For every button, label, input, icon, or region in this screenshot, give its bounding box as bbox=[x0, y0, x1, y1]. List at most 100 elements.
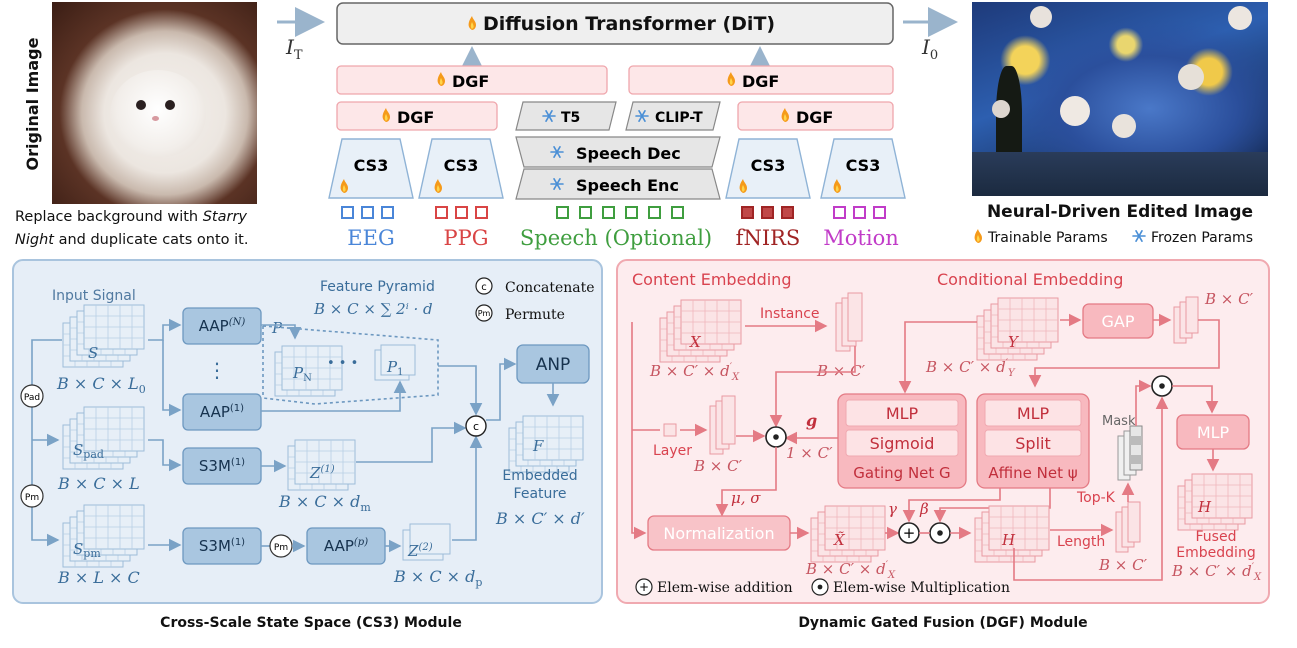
sigmoid-label: Sigmoid bbox=[870, 434, 935, 453]
dim-bcl: B × C × L bbox=[57, 474, 140, 493]
gating-net-label: Gating Net G bbox=[853, 464, 950, 482]
normalization-label: Normalization bbox=[663, 524, 774, 543]
gating-mlp-label: MLP bbox=[886, 404, 919, 423]
mask-vector bbox=[1117, 425, 1143, 481]
gap-label: GAP bbox=[1102, 312, 1135, 331]
dim-bcdp: B × C × dp bbox=[393, 567, 482, 589]
dim-layer: B × C′ bbox=[693, 457, 743, 475]
dim-y: B × C′ × d′Y bbox=[925, 358, 1016, 379]
pn-label: PN bbox=[292, 364, 312, 384]
edited-image-label: Neural-Driven Edited Image bbox=[987, 202, 1253, 222]
pad-op bbox=[20, 384, 44, 408]
dim-fused: B × C′ × d′X bbox=[1171, 562, 1262, 583]
gap-vector bbox=[1173, 296, 1199, 344]
content-embedding-label: Content Embedding bbox=[632, 270, 791, 289]
pm-op-left bbox=[20, 484, 44, 508]
svg-text:Pm: Pm bbox=[274, 543, 288, 553]
dim-bcdm: B × C × dm bbox=[278, 492, 371, 514]
modality-fnirs: fNIRS bbox=[736, 226, 801, 250]
aap-1-block bbox=[182, 393, 262, 431]
s3m-1-lower-label: S3M(1) bbox=[199, 537, 245, 555]
dgf-upper-right-label: DGF bbox=[742, 72, 779, 91]
dit-block bbox=[336, 2, 894, 45]
dim-x-tilde: B × C′ × d′X bbox=[805, 560, 896, 581]
dim-bcl0: B × C × L0 bbox=[56, 374, 146, 396]
f-label: F bbox=[532, 437, 544, 455]
mask-label: Mask bbox=[1102, 414, 1136, 429]
speech-dec-label: Speech Dec bbox=[576, 144, 681, 163]
layer-label: Layer bbox=[653, 443, 692, 459]
modality-speech: Speech (Optional) bbox=[520, 226, 712, 250]
legend-frozen: Frozen Params bbox=[1151, 230, 1253, 246]
t5-block bbox=[515, 101, 617, 131]
beta-label: β bbox=[919, 500, 929, 518]
x-label: X bbox=[689, 333, 702, 351]
gamma-label: γ bbox=[888, 500, 897, 518]
dim-x: B × C′ × d′X bbox=[649, 362, 740, 383]
input-latent-label: IT bbox=[285, 35, 303, 63]
feature-pyramid-dim: B × C × ∑ 2ⁱ · d bbox=[313, 300, 433, 318]
cs3-ppg: CS3 bbox=[418, 138, 504, 199]
feature-pyramid-label: Feature Pyramid bbox=[320, 279, 435, 295]
pyramid-outline bbox=[262, 325, 439, 405]
mul-legend-label: Elem-wise Multiplication bbox=[833, 580, 1010, 596]
output-latent-label: I0 bbox=[921, 35, 938, 63]
h-label-fused: H bbox=[1197, 498, 1212, 516]
concat-op bbox=[465, 415, 487, 437]
topk-label: Top-K bbox=[1076, 490, 1116, 506]
layer-cube bbox=[663, 423, 677, 437]
legend-trainable: Trainable Params bbox=[987, 230, 1108, 246]
s-label: S bbox=[88, 344, 98, 362]
pyramid-dots: • • • bbox=[327, 356, 358, 371]
z2-label: Z(2) bbox=[407, 542, 433, 560]
svg-text:Pm: Pm bbox=[25, 493, 39, 503]
g-label: g bbox=[806, 411, 817, 430]
t5-label: T5 bbox=[561, 110, 580, 126]
modality-eeg: EEG bbox=[347, 226, 394, 250]
dim-gap: B × C′ bbox=[1204, 290, 1254, 308]
mu-sigma-label: μ, σ bbox=[731, 489, 761, 507]
speech-dec-block bbox=[515, 136, 721, 168]
layer-vector bbox=[709, 395, 736, 455]
s-pad-label: Spad bbox=[73, 441, 104, 461]
svg-text:Pad: Pad bbox=[24, 393, 40, 403]
modality-motion: Motion bbox=[823, 226, 898, 250]
affine-net-label: Affine Net ψ bbox=[988, 464, 1077, 482]
y-label: Y bbox=[1008, 333, 1020, 351]
speech-enc-label: Speech Enc bbox=[576, 176, 679, 195]
x-tilde-label: X̃ bbox=[833, 531, 846, 549]
svg-text:CS3: CS3 bbox=[846, 156, 881, 175]
cs3-module-panel bbox=[12, 259, 603, 604]
split-label: Split bbox=[1015, 434, 1050, 453]
dgf-lower-right-label: DGF bbox=[796, 108, 833, 127]
svg-text:c: c bbox=[473, 420, 479, 433]
dgf-lower-right bbox=[737, 101, 894, 131]
instance-label: Instance bbox=[760, 306, 820, 322]
concat-legend-label: Concatenate bbox=[505, 280, 595, 296]
length-label: Length bbox=[1057, 534, 1105, 550]
original-image-label: Original Image bbox=[23, 37, 42, 170]
affine-mlp-label: MLP bbox=[1017, 404, 1050, 423]
dim-f: B × C′ × d′ bbox=[495, 509, 585, 528]
aap-p-label: AAP(p) bbox=[324, 537, 368, 555]
instruction-line-2: Night and duplicate cats onto it. bbox=[15, 232, 248, 248]
s3m-1-label: S3M(1) bbox=[199, 457, 245, 475]
dgf-caption: Dynamic Gated Fusion (DGF) Module bbox=[798, 615, 1087, 631]
dgf-upper-left bbox=[336, 65, 608, 95]
input-signal-label: Input Signal bbox=[52, 288, 136, 304]
instruction-line-1: Replace background with Starry bbox=[15, 209, 247, 225]
s-pm-label: Spm bbox=[73, 540, 101, 560]
fusion-mlp-label: MLP bbox=[1197, 423, 1230, 442]
speech-enc-block bbox=[515, 168, 721, 200]
embedded-label-2: Feature bbox=[514, 486, 567, 502]
concat-legend-icon: c bbox=[481, 282, 487, 293]
cs3-motion: CS3 bbox=[820, 138, 906, 199]
conditional-embedding-label: Conditional Embedding bbox=[937, 270, 1123, 289]
fused-label-1: Fused bbox=[1196, 529, 1237, 545]
aap-1-label: AAP(1) bbox=[200, 403, 244, 421]
fused-label-2: Embedding bbox=[1176, 545, 1255, 561]
edited-starry-image bbox=[972, 2, 1268, 196]
clip-block bbox=[625, 101, 721, 131]
length-vector bbox=[1115, 501, 1141, 553]
dgf-lower-left bbox=[336, 101, 498, 131]
